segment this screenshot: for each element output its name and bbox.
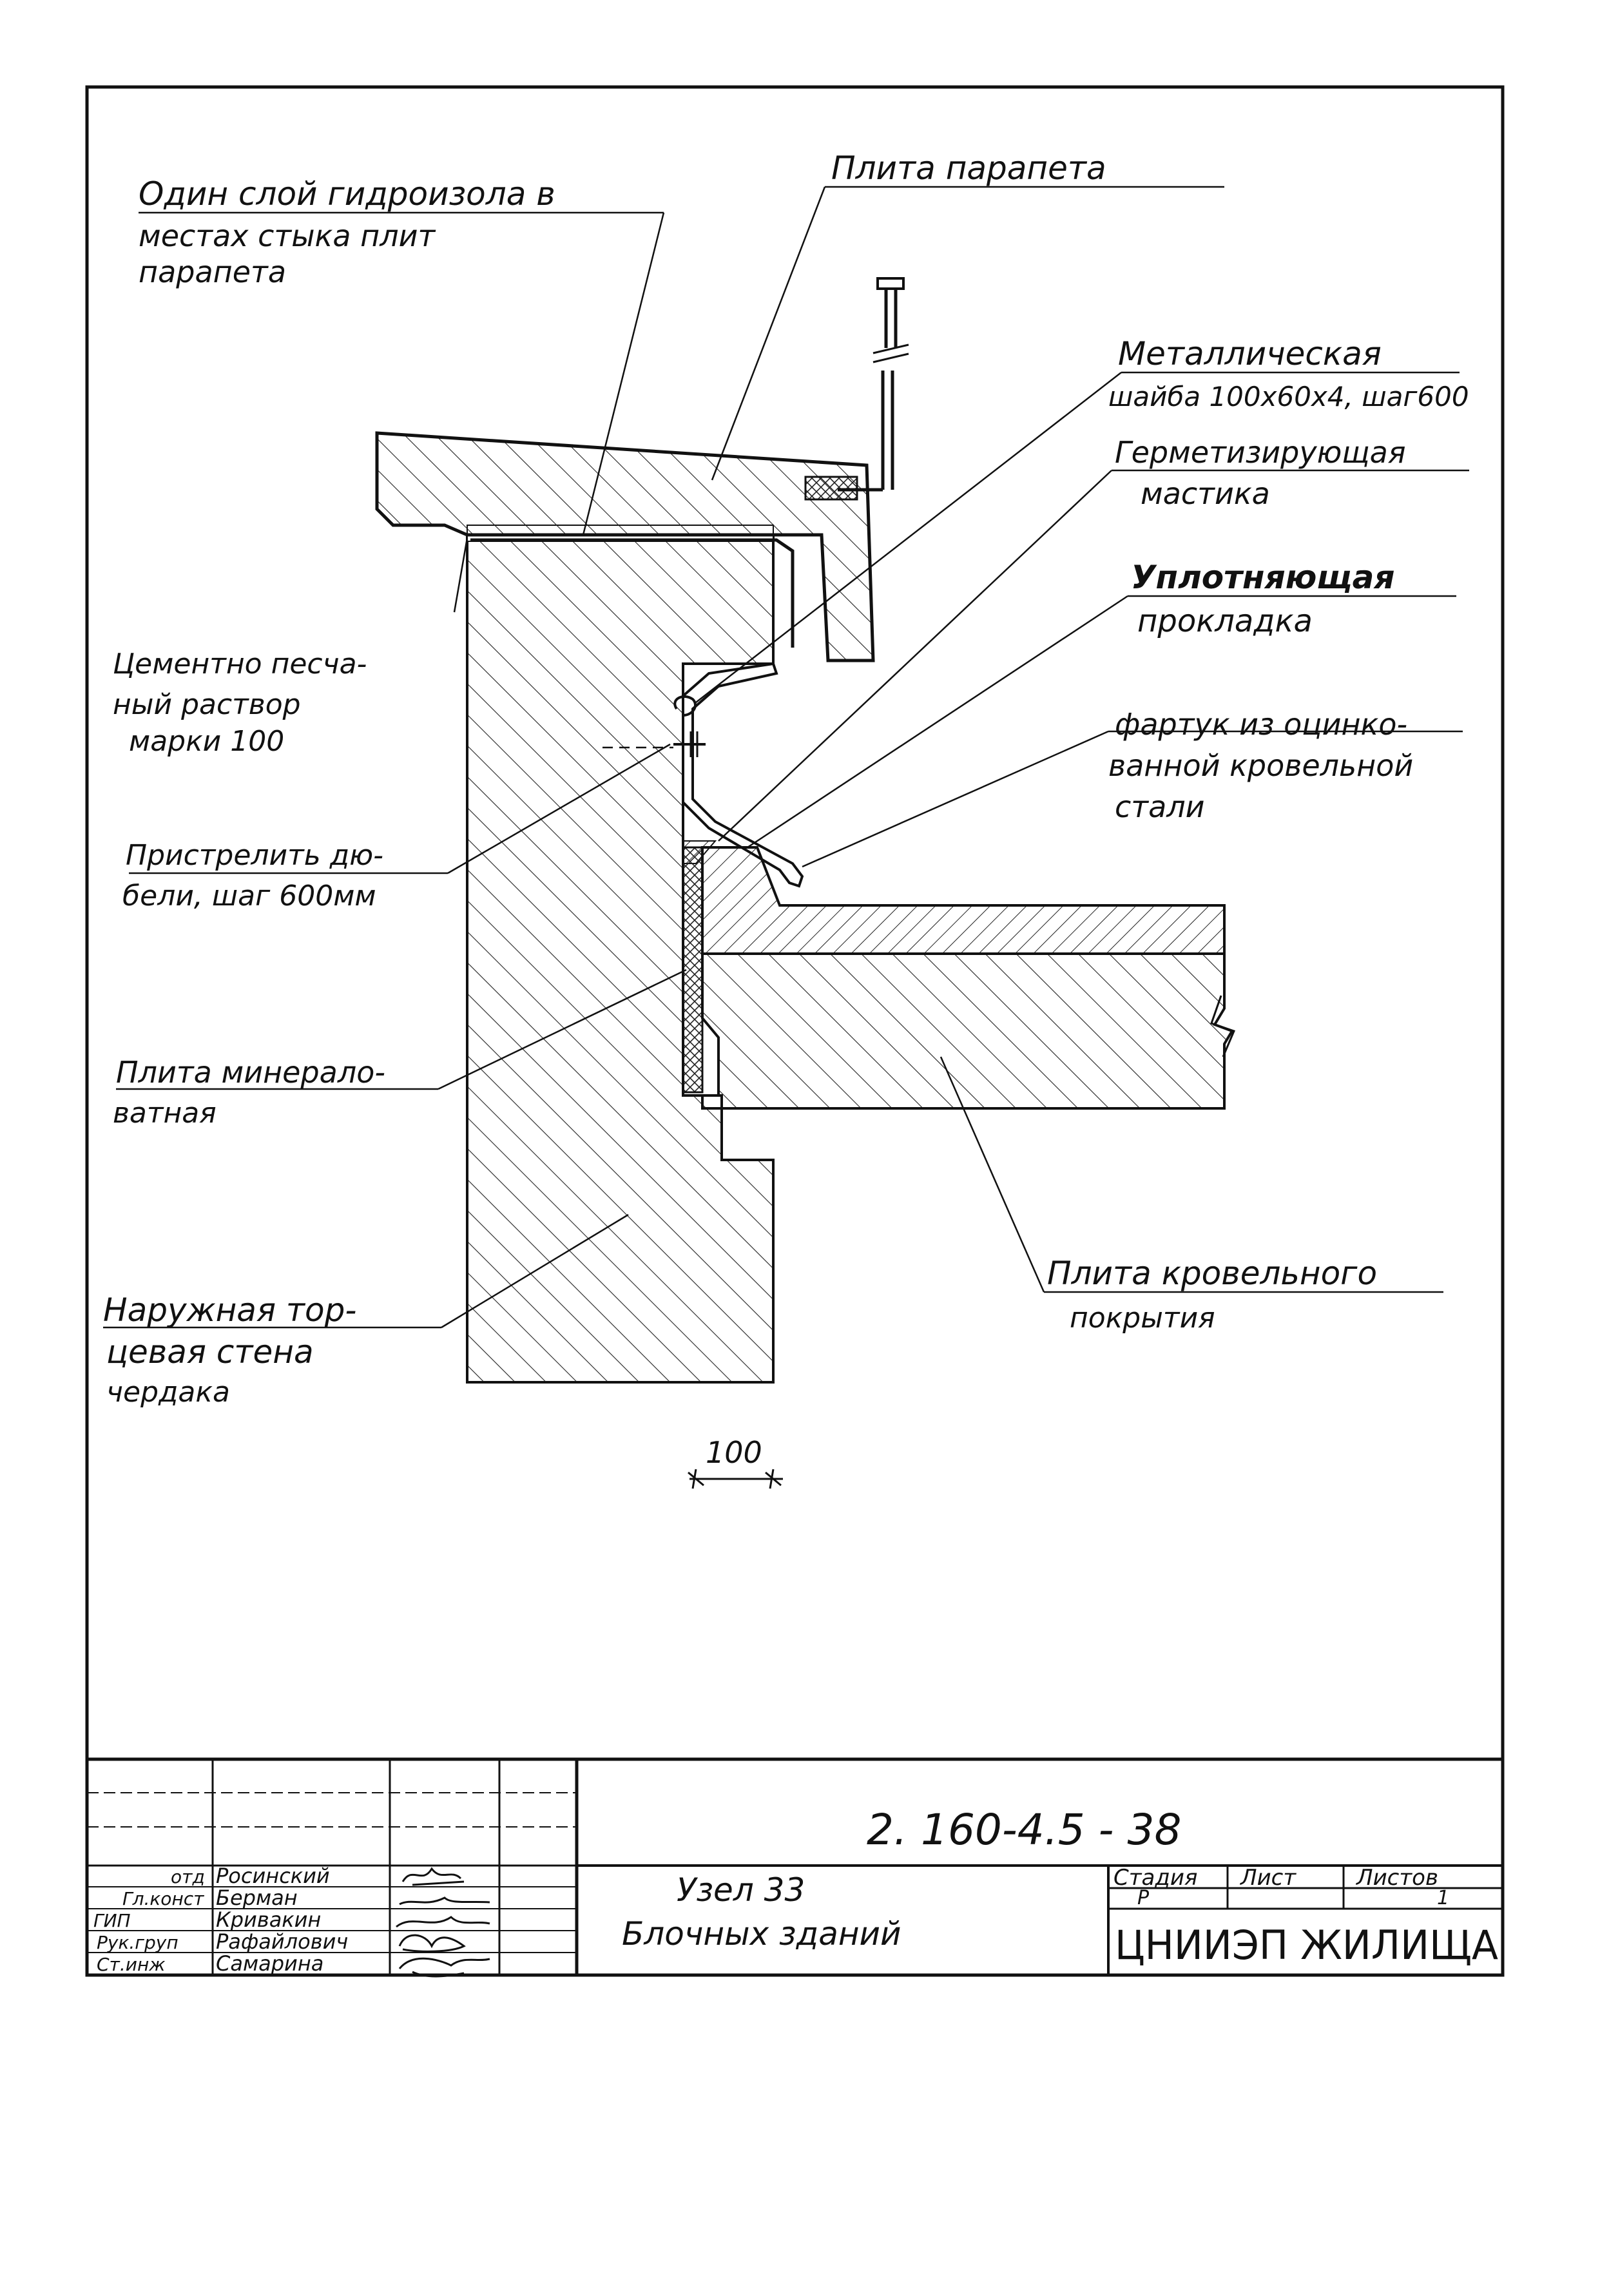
sheet-header: Лист (1239, 1865, 1296, 1891)
doc-code: 2. 160-4.5 - 38 (867, 1805, 1181, 1855)
stage-value: Р (1137, 1887, 1150, 1909)
label-mastic: Герметизирующая (1115, 435, 1406, 470)
mineral-wool (682, 846, 704, 1094)
svg-text:чердака: чердака (106, 1376, 230, 1409)
title-block (87, 1757, 1503, 1975)
parapet-slab (375, 431, 875, 662)
hydro-strip (470, 538, 795, 648)
leader-lines (103, 186, 1469, 1329)
label-hydro: Один слой гидроизола в (139, 175, 555, 213)
svg-text:шайба 100х60х4, шаг600: шайба 100х60х4, шаг600 (1108, 381, 1469, 412)
svg-text:мастика: мастика (1141, 476, 1270, 511)
svg-text:местах стыка плит: местах стыка плит (139, 218, 436, 253)
svg-text:бели, шаг 600мм: бели, шаг 600мм (122, 880, 376, 912)
label-gasket: Уплотняющая (1131, 559, 1394, 596)
label-apron: фартук из оцинко- (1115, 707, 1407, 742)
title-node: Узел 33 (677, 1871, 805, 1909)
name-rosinsky: Росинский (216, 1864, 330, 1888)
name-samarina: Самарина (216, 1951, 323, 1976)
label-parapet-slab: Плита парапета (831, 150, 1106, 187)
roof-slab (701, 952, 1234, 1110)
role-chief-constructor: Гл.конст (122, 1888, 204, 1909)
sheets-value: 1 (1437, 1887, 1449, 1909)
svg-text:ный раствор: ный раствор (113, 688, 301, 721)
name-rafailovich: Рафайлович (216, 1929, 348, 1954)
svg-text:стали: стали (1115, 789, 1205, 824)
role-dept: отд (171, 1866, 205, 1887)
svg-text:цевая стена: цевая стена (106, 1333, 314, 1371)
label-wall: Наружная тор- (103, 1291, 356, 1329)
svg-text:прокладка: прокладка (1137, 603, 1313, 639)
name-krivakin: Кривакин (216, 1907, 321, 1932)
washer (673, 695, 697, 717)
label-mortar: Цементно песча- (113, 648, 367, 680)
name-berman: Берман (216, 1886, 298, 1910)
role-senior-engineer: Ст.инж (97, 1954, 166, 1975)
sheet-frame (85, 85, 1505, 1977)
role-gip: ГИП (93, 1910, 131, 1931)
svg-text:ванной кровельной: ванной кровельной (1108, 748, 1413, 783)
svg-text:парапета: парапета (139, 255, 286, 289)
svg-text:покрытия: покрытия (1070, 1302, 1215, 1335)
label-mineral: Плита минерало- (116, 1055, 385, 1090)
svg-text:ватная: ватная (113, 1097, 217, 1130)
title-building: Блочных зданий (622, 1915, 901, 1953)
label-roof-slab: Плита кровельного (1047, 1255, 1377, 1292)
signatures (396, 1867, 490, 1978)
svg-text:марки 100: марки 100 (129, 725, 284, 758)
dimension-label: 100 (706, 1435, 762, 1470)
label-washer: Металлическая (1118, 335, 1382, 372)
sheets-header: Листов (1355, 1865, 1438, 1891)
label-dowel: Пристрелить дю- (126, 839, 383, 872)
stage-header: Стадия (1113, 1865, 1197, 1891)
organization: ЦНИИЭП ЖИЛИЩА (1115, 1922, 1498, 1969)
role-group-head: Рук.груп (97, 1932, 178, 1953)
